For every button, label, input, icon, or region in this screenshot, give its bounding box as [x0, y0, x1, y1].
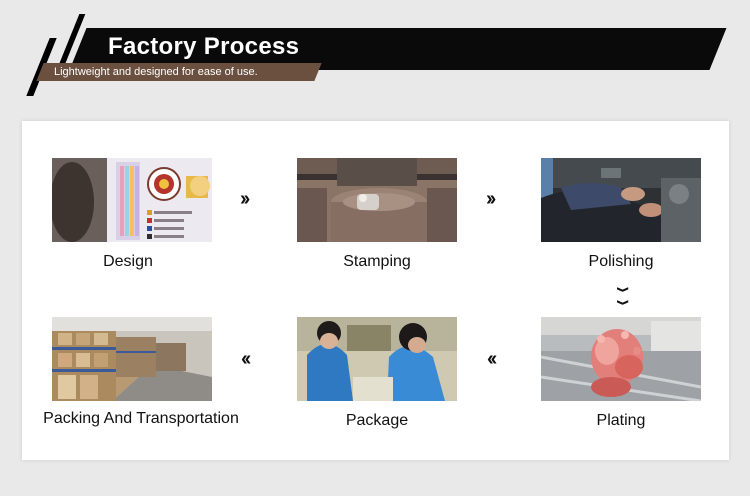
package-photo [297, 317, 457, 401]
plating-photo [541, 317, 701, 401]
warehouse-photo [52, 317, 212, 401]
step-label-package: Package [257, 411, 497, 431]
design-photo [52, 158, 212, 242]
page-header: Factory Process Lightweight and designed… [0, 0, 750, 110]
left-arrow-icon: ‹‹ [241, 347, 248, 371]
stamping-photo [297, 158, 457, 242]
step-label-plating: Plating [501, 411, 741, 431]
step-label-polishing: Polishing [501, 252, 741, 272]
right-arrow-icon: ›› [240, 187, 247, 211]
page-subtitle: Lightweight and designed for ease of use… [54, 64, 258, 80]
step-label-design: Design [8, 252, 248, 272]
step-label-stamping: Stamping [257, 252, 497, 272]
page-title: Factory Process [108, 32, 299, 62]
process-card: Design ›› Stamping ›› [22, 121, 729, 460]
left-arrow-icon: ‹‹ [487, 347, 494, 371]
polishing-photo [541, 158, 701, 242]
step-label-packing-and-transportation: Packing And Transportation [21, 409, 261, 429]
right-arrow-icon: ›› [486, 187, 493, 211]
down-arrow-icon: ›› [612, 283, 636, 309]
